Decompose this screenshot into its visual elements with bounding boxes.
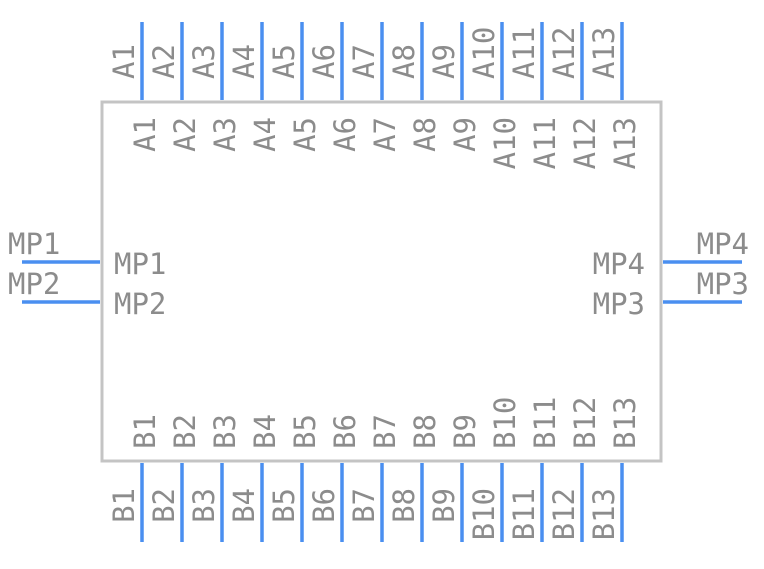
pin-number-a8: A8: [387, 44, 421, 79]
pin-number-b3: B3: [187, 488, 221, 523]
pin-name-a8: A8: [408, 117, 442, 152]
pin-name-b12: B12: [568, 397, 602, 449]
pin-number-mp4: MP4: [697, 227, 749, 261]
pin-number-b5: B5: [267, 488, 301, 523]
pin-number-a4: A4: [227, 44, 261, 79]
pin-name-b7: B7: [368, 414, 402, 449]
pin-number-a12: A12: [547, 27, 581, 79]
labels-layer: A1A1A2A2A3A3A4A4A5A5A6A6A7A7A8A8A9A9A10A…: [8, 27, 749, 541]
pin-number-a9: A9: [427, 44, 461, 79]
pin-name-a12: A12: [568, 117, 602, 169]
pin-number-a2: A2: [147, 44, 181, 79]
pin-number-a11: A11: [507, 27, 541, 79]
pin-number-a3: A3: [187, 44, 221, 79]
pin-name-b13: B13: [608, 397, 642, 449]
pin-number-b13: B13: [587, 488, 621, 540]
pin-number-a5: A5: [267, 44, 301, 79]
pin-name-b1: B1: [128, 414, 162, 449]
pin-name-a9: A9: [448, 117, 482, 152]
pin-name-b4: B4: [248, 414, 282, 449]
pin-name-b10: B10: [488, 397, 522, 449]
pin-name-mp1: MP1: [114, 247, 166, 281]
pin-name-a3: A3: [208, 117, 242, 152]
pin-number-a7: A7: [347, 44, 381, 79]
pin-number-b2: B2: [147, 488, 181, 523]
pin-number-b7: B7: [347, 488, 381, 523]
pin-name-b8: B8: [408, 414, 442, 449]
pin-name-mp2: MP2: [114, 287, 166, 321]
pin-number-a1: A1: [107, 44, 141, 79]
pin-name-a7: A7: [368, 117, 402, 152]
pin-name-a5: A5: [288, 117, 322, 152]
pin-name-mp4: MP4: [593, 247, 645, 281]
pin-name-a10: A10: [488, 117, 522, 169]
pin-name-b6: B6: [328, 414, 362, 449]
pin-name-b9: B9: [448, 414, 482, 449]
pin-name-b5: B5: [288, 414, 322, 449]
pin-number-b12: B12: [547, 488, 581, 540]
pin-name-b11: B11: [528, 397, 562, 449]
pin-name-a6: A6: [328, 117, 362, 152]
pin-number-b4: B4: [227, 488, 261, 523]
pins-layer: [22, 22, 742, 542]
pin-number-a10: A10: [467, 27, 501, 79]
pin-name-mp3: MP3: [593, 287, 645, 321]
pin-number-mp2: MP2: [8, 267, 60, 301]
pin-name-a1: A1: [128, 117, 162, 152]
pin-number-b9: B9: [427, 488, 461, 523]
pin-number-mp1: MP1: [8, 227, 60, 261]
pin-number-b6: B6: [307, 488, 341, 523]
pin-number-b1: B1: [107, 488, 141, 523]
pin-number-a6: A6: [307, 44, 341, 79]
pin-name-a4: A4: [248, 117, 282, 152]
component-body: [100, 100, 663, 463]
pin-name-b3: B3: [208, 414, 242, 449]
pin-name-b2: B2: [168, 414, 202, 449]
pin-number-b10: B10: [467, 488, 501, 540]
pin-number-a13: A13: [587, 27, 621, 79]
pin-name-a2: A2: [168, 117, 202, 152]
pin-name-a11: A11: [528, 117, 562, 169]
pin-name-a13: A13: [608, 117, 642, 169]
pin-number-b11: B11: [507, 488, 541, 540]
pin-number-b8: B8: [387, 488, 421, 523]
pin-number-mp3: MP3: [697, 267, 749, 301]
